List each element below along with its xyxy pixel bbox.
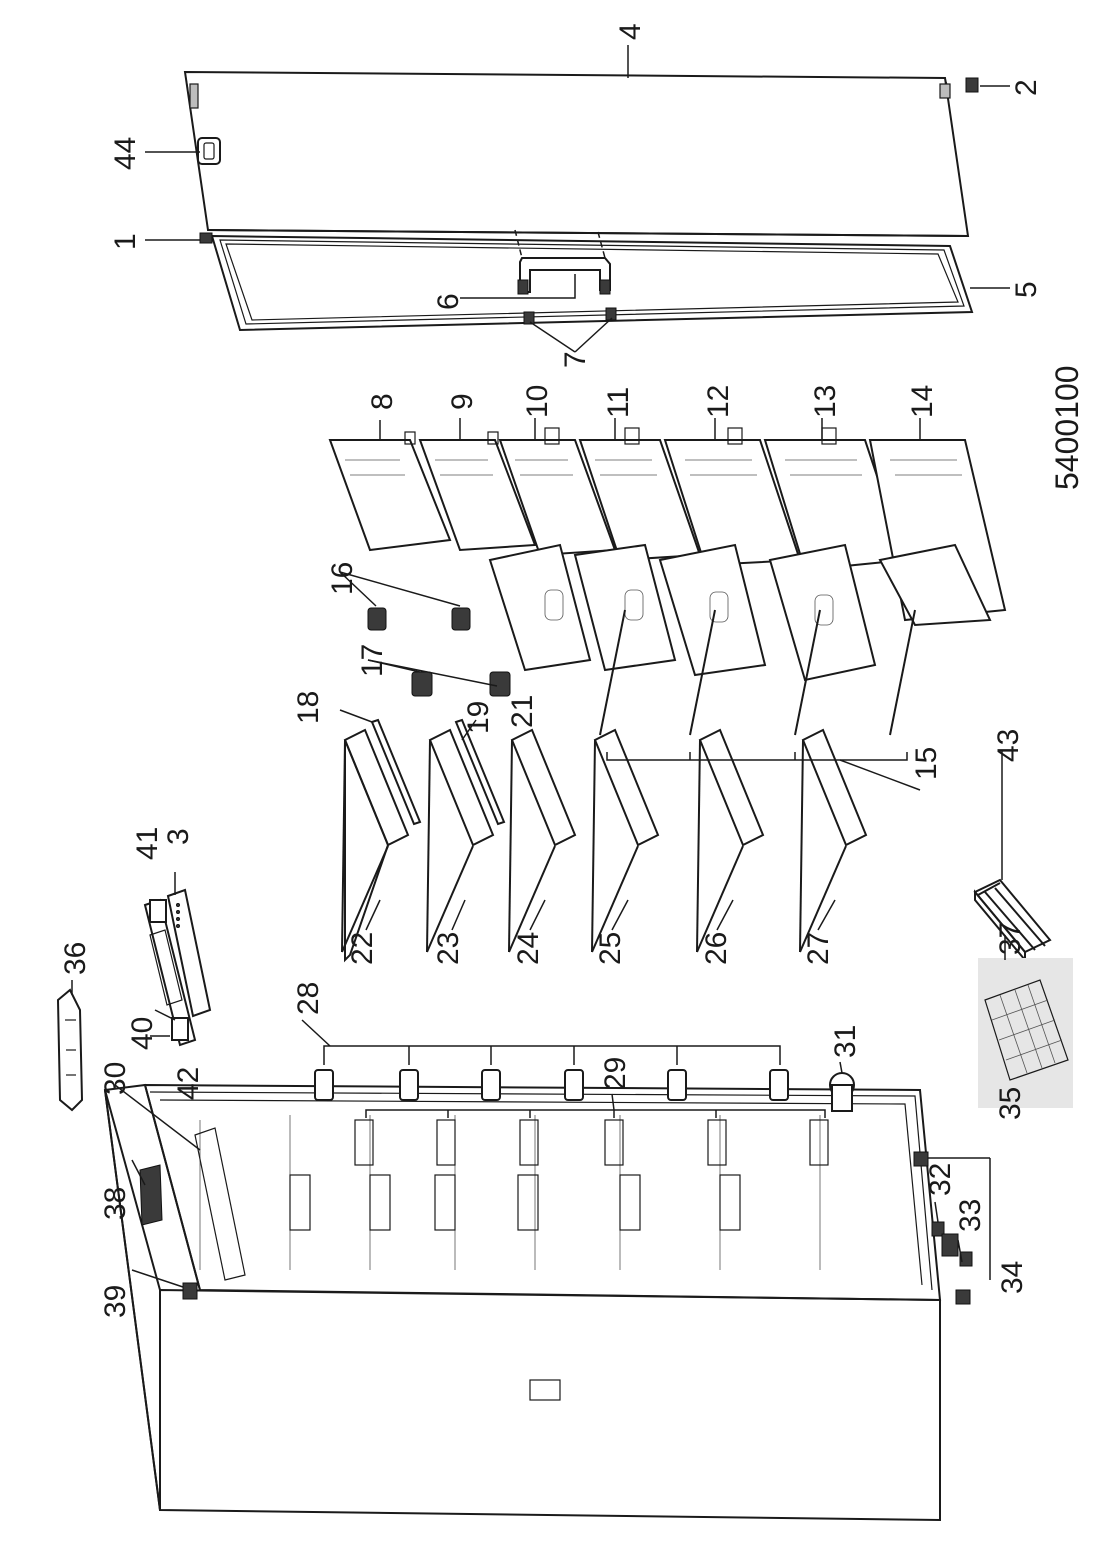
control-cover-36	[56, 988, 84, 1112]
part-labels: 4 2 44 1 6 5 7 8 9 10 11 12 13 14 540010…	[59, 23, 1085, 1318]
label-5: 5	[1010, 281, 1043, 298]
parts-38-39	[139, 1164, 198, 1300]
label-8: 8	[366, 393, 399, 410]
label-42: 42	[172, 1067, 205, 1100]
door-gasket-5	[210, 234, 974, 332]
label-35: 35	[994, 1087, 1027, 1120]
label-39: 39	[99, 1285, 132, 1318]
label-27: 27	[802, 932, 835, 965]
clips-16	[339, 571, 471, 631]
label-16: 16	[326, 562, 359, 595]
door-hinge-1	[199, 232, 213, 244]
clips-17	[367, 659, 511, 697]
door-panel	[183, 70, 970, 238]
door-clips-7	[523, 307, 617, 325]
label-10: 10	[521, 385, 554, 418]
drawer-baskets	[328, 427, 1007, 682]
label-2: 2	[1010, 79, 1043, 96]
cabinet	[103, 1072, 942, 1522]
label-12: 12	[702, 385, 735, 418]
label-7: 7	[559, 351, 592, 368]
label-6: 6	[432, 293, 465, 310]
drawing-code: 5400100	[1049, 365, 1085, 490]
label-36: 36	[59, 942, 92, 975]
label-23: 23	[432, 932, 465, 965]
label-37: 37	[994, 922, 1027, 955]
leaders	[71, 45, 1010, 1288]
ice-tray-37	[978, 958, 1073, 1108]
label-11: 11	[602, 387, 635, 418]
hinge-parts	[913, 1151, 991, 1305]
label-38: 38	[99, 1187, 132, 1220]
label-33: 33	[954, 1199, 987, 1232]
label-40: 40	[126, 1017, 159, 1050]
shelf-rails-18-19	[339, 709, 506, 826]
label-43: 43	[992, 729, 1025, 762]
label-1: 1	[109, 233, 142, 250]
label-41: 41	[131, 827, 164, 860]
label-26: 26	[700, 932, 733, 965]
label-28: 28	[292, 982, 325, 1015]
control-housing-40	[143, 898, 197, 1047]
label-17: 17	[356, 644, 389, 677]
door-handle-44	[197, 137, 221, 165]
door-pin-2	[965, 77, 979, 93]
label-25: 25	[594, 932, 627, 965]
label-15: 15	[910, 747, 943, 780]
label-34: 34	[996, 1261, 1029, 1294]
shelf-holders-28	[314, 1069, 789, 1101]
label-29: 29	[599, 1057, 632, 1090]
label-30: 30	[99, 1062, 132, 1095]
label-44: 44	[109, 137, 142, 170]
glass-shelves	[341, 728, 868, 963]
door-bracket-6	[517, 257, 611, 295]
label-4: 4	[614, 23, 647, 40]
label-32: 32	[924, 1163, 957, 1196]
label-22: 22	[346, 932, 379, 965]
label-31: 31	[829, 1025, 862, 1058]
label-21: 21	[506, 695, 539, 728]
drawer-rails-15	[599, 609, 921, 791]
label-13: 13	[809, 385, 842, 418]
label-24: 24	[512, 932, 545, 965]
label-3: 3	[162, 828, 195, 845]
label-18: 18	[292, 691, 325, 724]
label-19: 19	[462, 701, 495, 734]
control-board-3	[166, 888, 212, 1018]
label-14: 14	[906, 385, 939, 418]
label-9: 9	[446, 393, 479, 410]
